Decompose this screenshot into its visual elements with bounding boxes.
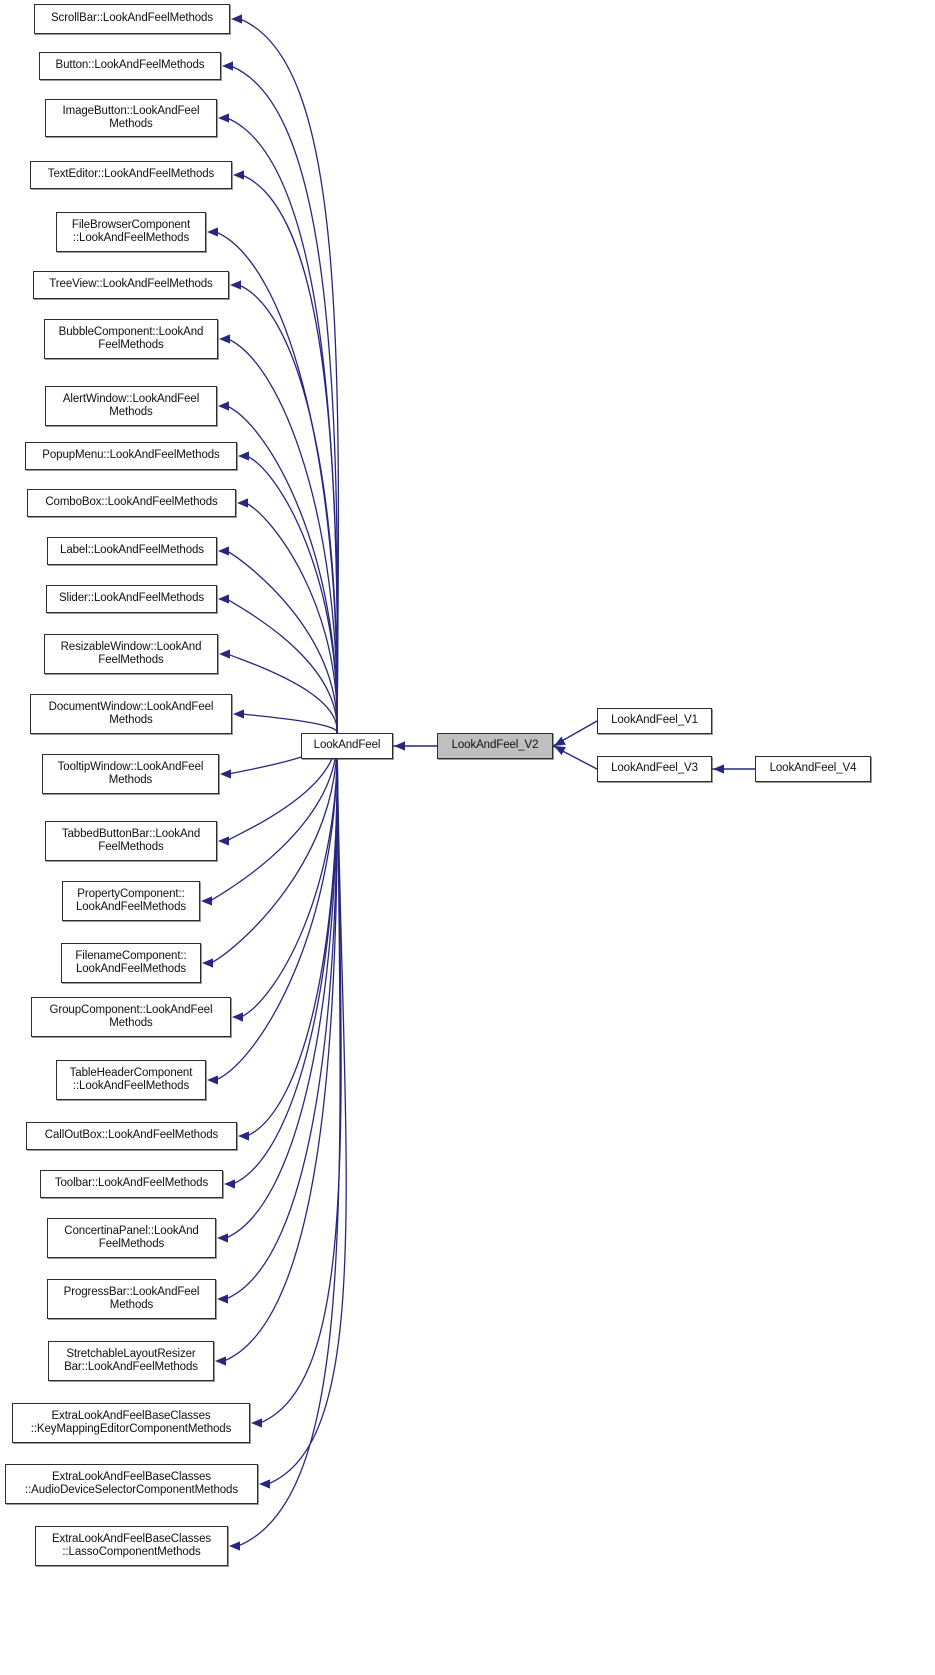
class-node-filebrowsercomponent[interactable]: FileBrowserComponent ::LookAndFeelMethod… — [56, 212, 206, 252]
edge-alertwindow-to-lookandfeel — [226, 405, 338, 734]
class-node-scrollbar[interactable]: ScrollBar::LookAndFeelMethods — [34, 4, 230, 34]
edge-combobox-to-lookandfeel — [245, 502, 338, 734]
arrowhead-label — [218, 546, 229, 556]
class-node-texteditor[interactable]: TextEditor::LookAndFeelMethods — [30, 161, 232, 189]
class-node-lookandfeel[interactable]: LookAndFeel — [301, 733, 393, 759]
class-node-lassocomponent[interactable]: ExtraLookAndFeelBaseClasses ::LassoCompo… — [35, 1526, 228, 1566]
arrowhead-lookandfeel_v4 — [713, 764, 724, 774]
edge-label-to-lookandfeel — [226, 550, 338, 734]
arrowhead-progressbar — [217, 1294, 228, 1304]
class-node-stretchablelayout[interactable]: StretchableLayoutResizer Bar::LookAndFee… — [48, 1341, 214, 1381]
edge-imagebutton-to-lookandfeel — [226, 117, 339, 734]
arrowhead-imagebutton — [218, 113, 229, 123]
edge-lookandfeel_v1-to-lookandfeel_v2 — [552, 720, 598, 747]
edge-filebrowsercomponent-to-lookandfeel — [215, 231, 338, 734]
arrowhead-keymappingeditor — [251, 1418, 262, 1428]
arrowhead-lassocomponent — [229, 1541, 240, 1551]
class-node-concertinapanel[interactable]: ConcertinaPanel::LookAnd FeelMethods — [47, 1218, 216, 1258]
edge-documentwindow-to-lookandfeel — [241, 713, 338, 734]
arrowhead-toolbar — [224, 1179, 235, 1189]
edge-keymappingeditor-to-lookandfeel — [259, 732, 342, 1424]
arrowhead-calloutbox — [238, 1131, 249, 1141]
edge-lookandfeel_v3-to-lookandfeel_v2 — [552, 745, 598, 770]
arrowhead-lookandfeel_v3 — [554, 746, 566, 756]
class-node-tabbedbuttonbar[interactable]: TabbedButtonBar::LookAnd FeelMethods — [45, 821, 217, 861]
arrowhead-resizablewindow — [219, 649, 230, 659]
arrowhead-audiodeviceselector — [259, 1479, 270, 1489]
arrowhead-concertinapanel — [217, 1233, 228, 1243]
arrowhead-bubblecomponent — [219, 334, 230, 344]
class-node-audiodeviceselector[interactable]: ExtraLookAndFeelBaseClasses ::AudioDevic… — [5, 1464, 258, 1504]
arrowhead-documentwindow — [233, 709, 244, 719]
class-node-lookandfeel_v1[interactable]: LookAndFeel_V1 — [597, 708, 712, 734]
arrowhead-tabbedbuttonbar — [218, 836, 229, 846]
edge-resizablewindow-to-lookandfeel — [227, 653, 338, 734]
edge-audiodeviceselector-to-lookandfeel — [267, 732, 347, 1485]
arrowhead-lookandfeel_v2 — [394, 741, 405, 751]
arrowhead-treeview — [230, 280, 241, 290]
class-node-button[interactable]: Button::LookAndFeelMethods — [39, 52, 221, 80]
class-node-progressbar[interactable]: ProgressBar::LookAndFeel Methods — [47, 1279, 216, 1319]
class-node-combobox[interactable]: ComboBox::LookAndFeelMethods — [27, 489, 236, 517]
edge-groupcomponent-to-lookandfeel — [240, 732, 338, 1018]
arrowhead-texteditor — [233, 170, 244, 180]
class-node-treeview[interactable]: TreeView::LookAndFeelMethods — [33, 271, 229, 299]
edge-treeview-to-lookandfeel — [238, 284, 338, 734]
class-node-lookandfeel_v2[interactable]: LookAndFeel_V2 — [437, 733, 553, 759]
edge-lassocomponent-to-lookandfeel — [237, 732, 341, 1547]
edge-button-to-lookandfeel — [230, 65, 339, 734]
edge-bubblecomponent-to-lookandfeel — [227, 338, 338, 734]
class-node-lookandfeel_v3[interactable]: LookAndFeel_V3 — [597, 756, 712, 782]
class-node-tableheadercomponent[interactable]: TableHeaderComponent ::LookAndFeelMethod… — [56, 1060, 206, 1100]
arrowhead-stretchablelayout — [215, 1356, 226, 1366]
arrowhead-slider — [218, 594, 229, 604]
edge-calloutbox-to-lookandfeel — [246, 732, 338, 1137]
edge-popupmenu-to-lookandfeel — [246, 455, 338, 734]
edge-concertinapanel-to-lookandfeel — [225, 732, 338, 1239]
arrowhead-popupmenu — [238, 451, 249, 461]
edge-scrollbar-to-lookandfeel — [239, 18, 340, 734]
class-node-lookandfeel_v4[interactable]: LookAndFeel_V4 — [755, 756, 871, 782]
arrowhead-filebrowsercomponent — [207, 227, 218, 237]
class-node-calloutbox[interactable]: CallOutBox::LookAndFeelMethods — [26, 1122, 237, 1150]
arrowhead-groupcomponent — [232, 1012, 243, 1022]
edge-toolbar-to-lookandfeel — [232, 732, 338, 1185]
edge-progressbar-to-lookandfeel — [225, 732, 338, 1300]
class-node-toolbar[interactable]: Toolbar::LookAndFeelMethods — [40, 1170, 223, 1198]
edge-slider-to-lookandfeel — [226, 598, 338, 734]
class-node-documentwindow[interactable]: DocumentWindow::LookAndFeel Methods — [30, 694, 232, 734]
arrowhead-filenamecomponent — [202, 958, 213, 968]
arrowhead-scrollbar — [231, 14, 242, 24]
class-node-imagebutton[interactable]: ImageButton::LookAndFeel Methods — [45, 99, 217, 137]
edge-texteditor-to-lookandfeel — [241, 174, 339, 734]
class-node-propertycomponent[interactable]: PropertyComponent:: LookAndFeelMethods — [62, 881, 200, 921]
class-node-tooltipwindow[interactable]: TooltipWindow::LookAndFeel Methods — [42, 754, 219, 794]
class-node-resizablewindow[interactable]: ResizableWindow::LookAnd FeelMethods — [44, 634, 218, 674]
class-node-bubblecomponent[interactable]: BubbleComponent::LookAnd FeelMethods — [44, 319, 218, 359]
class-node-keymappingeditor[interactable]: ExtraLookAndFeelBaseClasses ::KeyMapping… — [12, 1403, 250, 1443]
arrowhead-propertycomponent — [201, 896, 212, 906]
arrowhead-combobox — [237, 498, 248, 508]
class-node-groupcomponent[interactable]: GroupComponent::LookAndFeel Methods — [31, 997, 231, 1037]
arrowhead-tooltipwindow — [220, 769, 231, 779]
edge-stretchablelayout-to-lookandfeel — [223, 732, 339, 1362]
edge-tableheadercomponent-to-lookandfeel — [215, 732, 338, 1081]
arrowhead-alertwindow — [218, 401, 229, 411]
class-node-filenamecomponent[interactable]: FilenameComponent:: LookAndFeelMethods — [61, 943, 201, 983]
arrowhead-lookandfeel_v1 — [554, 736, 566, 746]
arrowhead-tableheadercomponent — [207, 1075, 218, 1085]
edge-filenamecomponent-to-lookandfeel — [210, 732, 338, 964]
class-node-popupmenu[interactable]: PopupMenu::LookAndFeelMethods — [25, 442, 237, 470]
class-node-slider[interactable]: Slider::LookAndFeelMethods — [46, 585, 217, 613]
class-node-label[interactable]: Label::LookAndFeelMethods — [47, 537, 217, 565]
arrowhead-button — [222, 61, 233, 71]
class-node-alertwindow[interactable]: AlertWindow::LookAndFeel Methods — [45, 386, 217, 426]
